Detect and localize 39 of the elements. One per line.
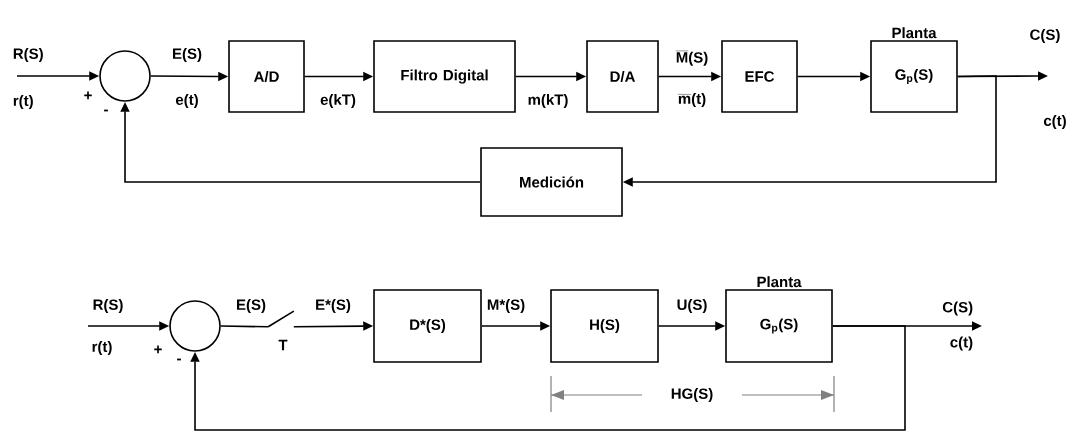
signal-label: $\overline{\textbf{m}}\textbf{(t)}$ [677, 93, 706, 107]
signal-label: M*(S) [487, 299, 525, 313]
signal-label: U(S) [677, 299, 707, 313]
block: Planta G$_{p}$(S) [870, 27, 958, 113]
signal-label: C(S) [1030, 29, 1060, 43]
summing-junction [99, 50, 151, 102]
signal-label: e(t) [175, 94, 198, 108]
block: Medición [480, 147, 623, 217]
signal-label: R(S) [93, 299, 123, 313]
block: Planta G$_{p}$(S) [725, 276, 833, 363]
signal-label: E(S) [173, 48, 202, 62]
block: EFC [721, 40, 798, 113]
signal-label: $\overline{\textbf{M}}\textbf{(S)}$ [675, 50, 708, 66]
signal-label: E*(S) [316, 299, 351, 313]
sign-label: - [104, 109, 108, 112]
block: D*(S) [373, 289, 482, 363]
signal-label: r(t) [92, 341, 112, 355]
block: Filtro Digital [373, 40, 516, 113]
signal-label: m(kT) [528, 94, 568, 108]
signal-label: r(t) [13, 95, 33, 109]
block: D/A [586, 40, 659, 113]
signal-label: E(S) [237, 299, 266, 313]
signal-label: R(S) [13, 48, 43, 62]
arrow [190, 325, 906, 431]
signal-label: e(kT) [320, 94, 356, 108]
output-signal-label: C(S) c(t) [942, 301, 973, 351]
connector-line [220, 325, 269, 328]
sign-label: - [177, 358, 181, 361]
signal-label: c(t) [1043, 115, 1066, 129]
block: A/D [228, 40, 305, 113]
node-label: Planta [757, 276, 802, 288]
block: H(S) [550, 289, 659, 363]
node-label: Planta [892, 27, 937, 39]
signal-label: HG(S) [671, 388, 713, 402]
sign-label: + [154, 345, 162, 354]
switch-symbol [267, 310, 295, 328]
sign-label: + [84, 91, 92, 100]
sign-label: T [278, 339, 288, 351]
summing-junction [169, 300, 221, 352]
